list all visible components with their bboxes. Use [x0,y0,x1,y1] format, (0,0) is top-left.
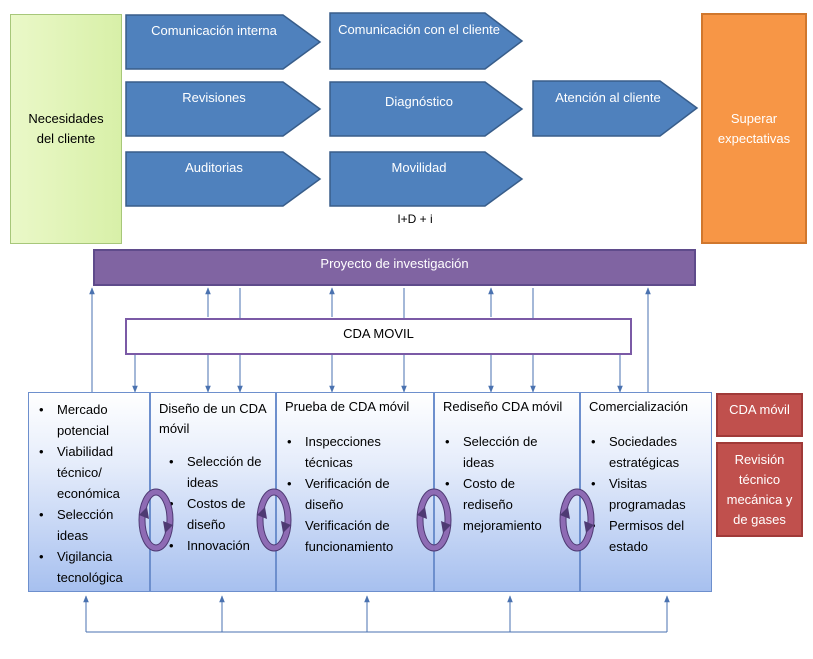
stage-panel-5: Comercialización Sociedades estratégicas… [580,392,712,592]
stage-2-list: Selección de ideas Costos de diseño Inno… [169,451,271,556]
arrow-client-attention [532,80,699,137]
stage-2-title: Diseño de un CDA móvil [159,401,266,436]
stage-4-item: Costo de rediseño [445,473,563,515]
stage-1-item: Selección ideas [39,504,147,546]
arrow-client-communication [329,12,524,70]
stage-3-item: Verificación de funcionamiento [287,515,429,557]
audits-label: Auditorias [185,160,243,175]
client-communication-label: Comunicación con el cliente [338,22,500,37]
cda-movil-box-label: CDA móvil [729,402,790,417]
stage-panel-1: Mercado potencial Viabilidad técnico/ ec… [28,392,150,592]
exceed-expectations-box: Superar expectativas [701,13,807,244]
stage-1-item: Mercado potencial [39,399,147,441]
stage-5-item: Permisos del estado [591,515,709,557]
stage-1-item: Vigilancia tecnológica [39,546,147,588]
stage-panel-3: Prueba de CDA móvil Inspecciones técnica… [276,392,434,592]
stage-3-item: Verificación de diseño [287,473,429,515]
exceed-expectations-label: Superar expectativas [717,110,791,146]
customer-needs-box: Necesidades del cliente [10,14,122,244]
stage-2-item: Innovación [169,535,271,556]
cycle-icon [138,488,174,552]
stage-panel-4: Rediseño CDA móvil Selección de ideas Co… [434,392,580,592]
research-project-label: Proyecto de investigación [320,256,469,271]
stage-4-list: Selección de ideas Costo de rediseño mej… [445,431,563,536]
cda-movil-bar-label: CDA MOVIL [343,326,414,341]
mobility-label: Movilidad [391,160,447,175]
reviews-label: Revisiones [182,90,246,105]
stage-4-title: Rediseño CDA móvil [443,399,563,414]
cycle-icon [559,488,595,552]
arrow-audits [125,151,322,207]
diagnosis-label: Diagnóstico [385,94,453,109]
stage-1-list: Mercado potencial Viabilidad técnico/ ec… [39,399,147,588]
arrow-reviews [125,81,322,137]
stage-3-list: Inspecciones técnicas Verificación de di… [287,431,429,557]
stage-4-item: Selección de ideas [445,431,563,473]
stage-5-list: Sociedades estratégicas Visitas programa… [591,431,709,557]
arrow-mobility [329,151,524,207]
client-attention-label: Atención al cliente [555,90,661,105]
arrow-diagnosis [329,81,524,137]
stage-2-item: Costos de diseño [169,493,271,535]
stage-3-item: Inspecciones técnicas [287,431,429,473]
cycle-icon [416,488,452,552]
rdi-label: I+D + i [397,212,433,226]
stage-4-item: mejoramiento [445,515,563,536]
technical-review-box: Revisión técnico mecánica y de gases [716,442,803,537]
customer-needs-label: Necesidades del cliente [28,111,104,146]
stage-1-item: Viabilidad técnico/ económica [39,441,147,504]
stage-5-title: Comercialización [589,399,688,414]
internal-communication-label: Comunicación interna [151,23,277,38]
stage-5-item: Sociedades estratégicas [591,431,709,473]
research-project-bar: Proyecto de investigación [93,249,696,286]
technical-review-label: Revisión técnico mecánica y de gases [726,451,793,527]
cycle-icon [256,488,292,552]
cda-movil-box: CDA móvil [716,393,803,437]
stage-panel-2: Diseño de un CDA móvil Selección de idea… [150,392,276,592]
cda-movil-bar: CDA MOVIL [125,318,632,355]
arrow-internal-communication [125,14,322,70]
stage-5-item: Visitas programadas [591,473,709,515]
stage-2-item: Selección de ideas [169,451,271,493]
stage-3-title: Prueba de CDA móvil [285,399,410,414]
